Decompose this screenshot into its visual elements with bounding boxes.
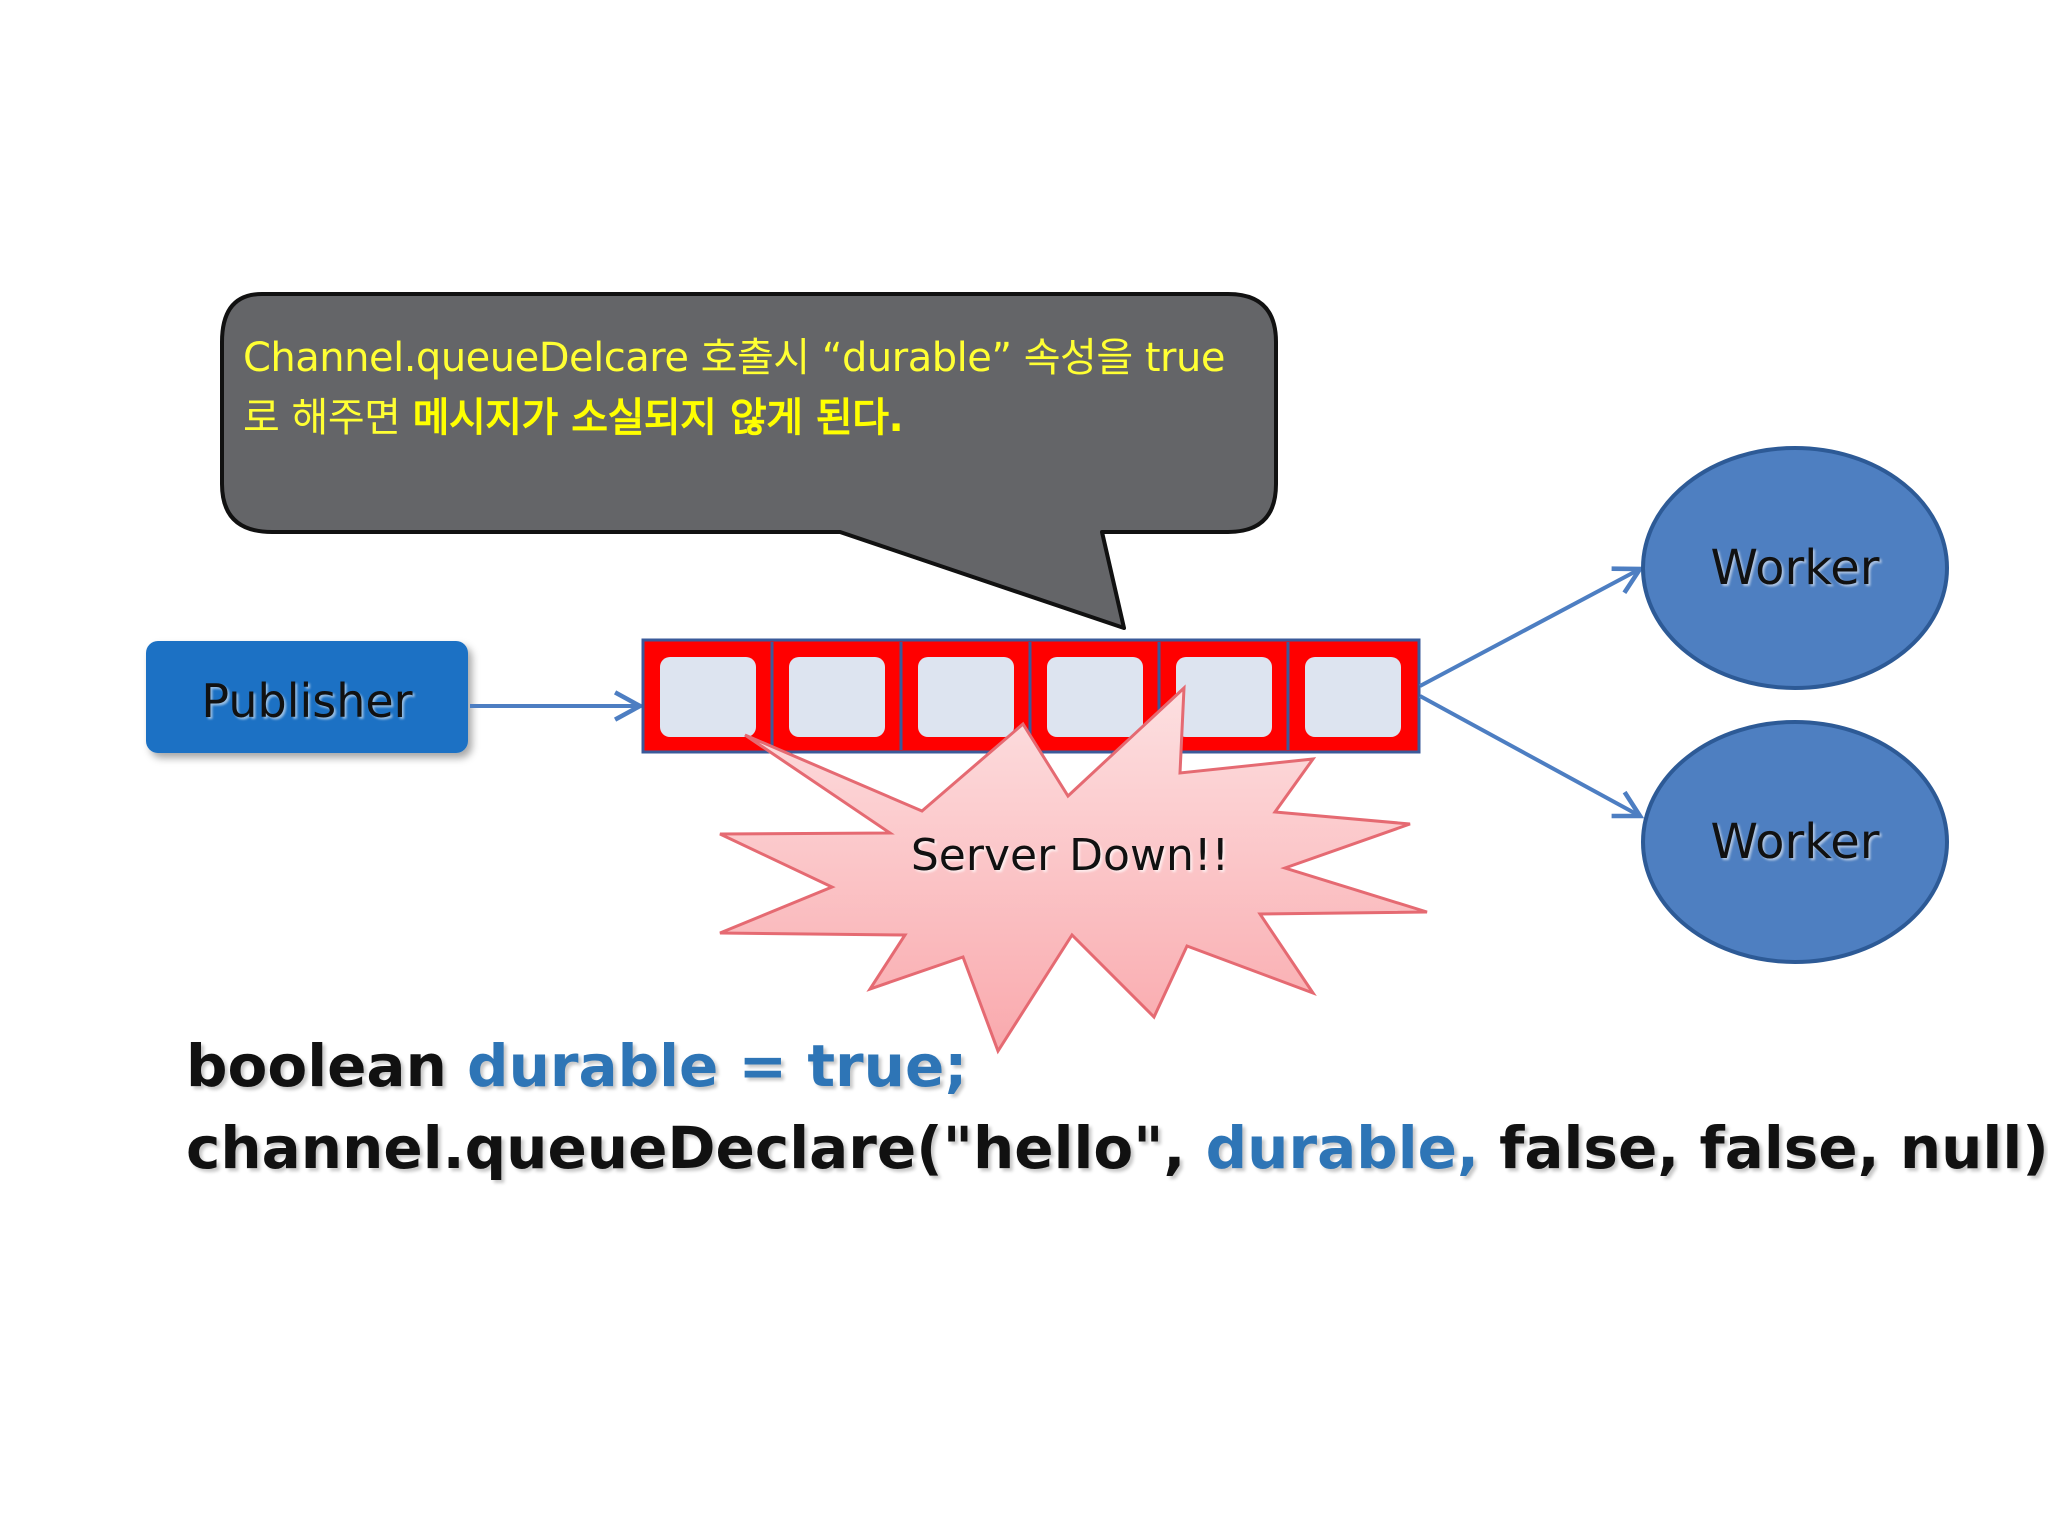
worker-1-ellipse (1641, 446, 1949, 690)
code-line-2-prefix: channel.queueDeclare("hello", (186, 1114, 1206, 1182)
server-down-label: Server Down!! (910, 830, 1230, 881)
callout-bubble (220, 292, 1278, 630)
worker-2-label: Worker (1710, 814, 1880, 870)
publisher-label: Publisher (201, 674, 413, 728)
callout-text: Channel.queueDelcare 호출시 “durable” 속성을 t… (243, 328, 1283, 448)
queue-slot (789, 657, 885, 737)
server-down-burst (719, 684, 1428, 1055)
code-line-2: channel.queueDeclare("hello", durable, f… (186, 1108, 2048, 1188)
worker-1-label: Worker (1710, 540, 1880, 596)
queue-slot (918, 657, 1014, 737)
arrow-queue-to-worker-1 (1419, 569, 1640, 688)
code-line-2-highlight: durable, (1205, 1114, 1479, 1182)
queue-slot (1176, 657, 1272, 737)
queue-slot (1305, 657, 1401, 737)
queue-slot (1047, 657, 1143, 737)
callout-line-2: 로 해주면 메시지가 소실되지 않게 된다. (243, 388, 1283, 448)
publisher-box (146, 641, 468, 753)
callout-line-2-normal: 로 해주면 (243, 395, 413, 441)
callout-line-2-bold: 메시지가 소실되지 않게 된다. (412, 395, 904, 441)
arrow-queue-to-worker-2 (1419, 694, 1640, 816)
queue-slot (660, 657, 756, 737)
worker-2-ellipse (1641, 720, 1949, 964)
code-line-1: boolean durable = true; (186, 1026, 967, 1106)
callout-line-1: Channel.queueDelcare 호출시 “durable” 속성을 t… (243, 335, 1225, 381)
code-line-1-rest: durable = true; (446, 1032, 968, 1100)
code-line-1-keyword: boolean (186, 1032, 447, 1100)
code-line-2-suffix: false, false, null); (1478, 1114, 2048, 1182)
message-queue (641, 638, 1421, 754)
